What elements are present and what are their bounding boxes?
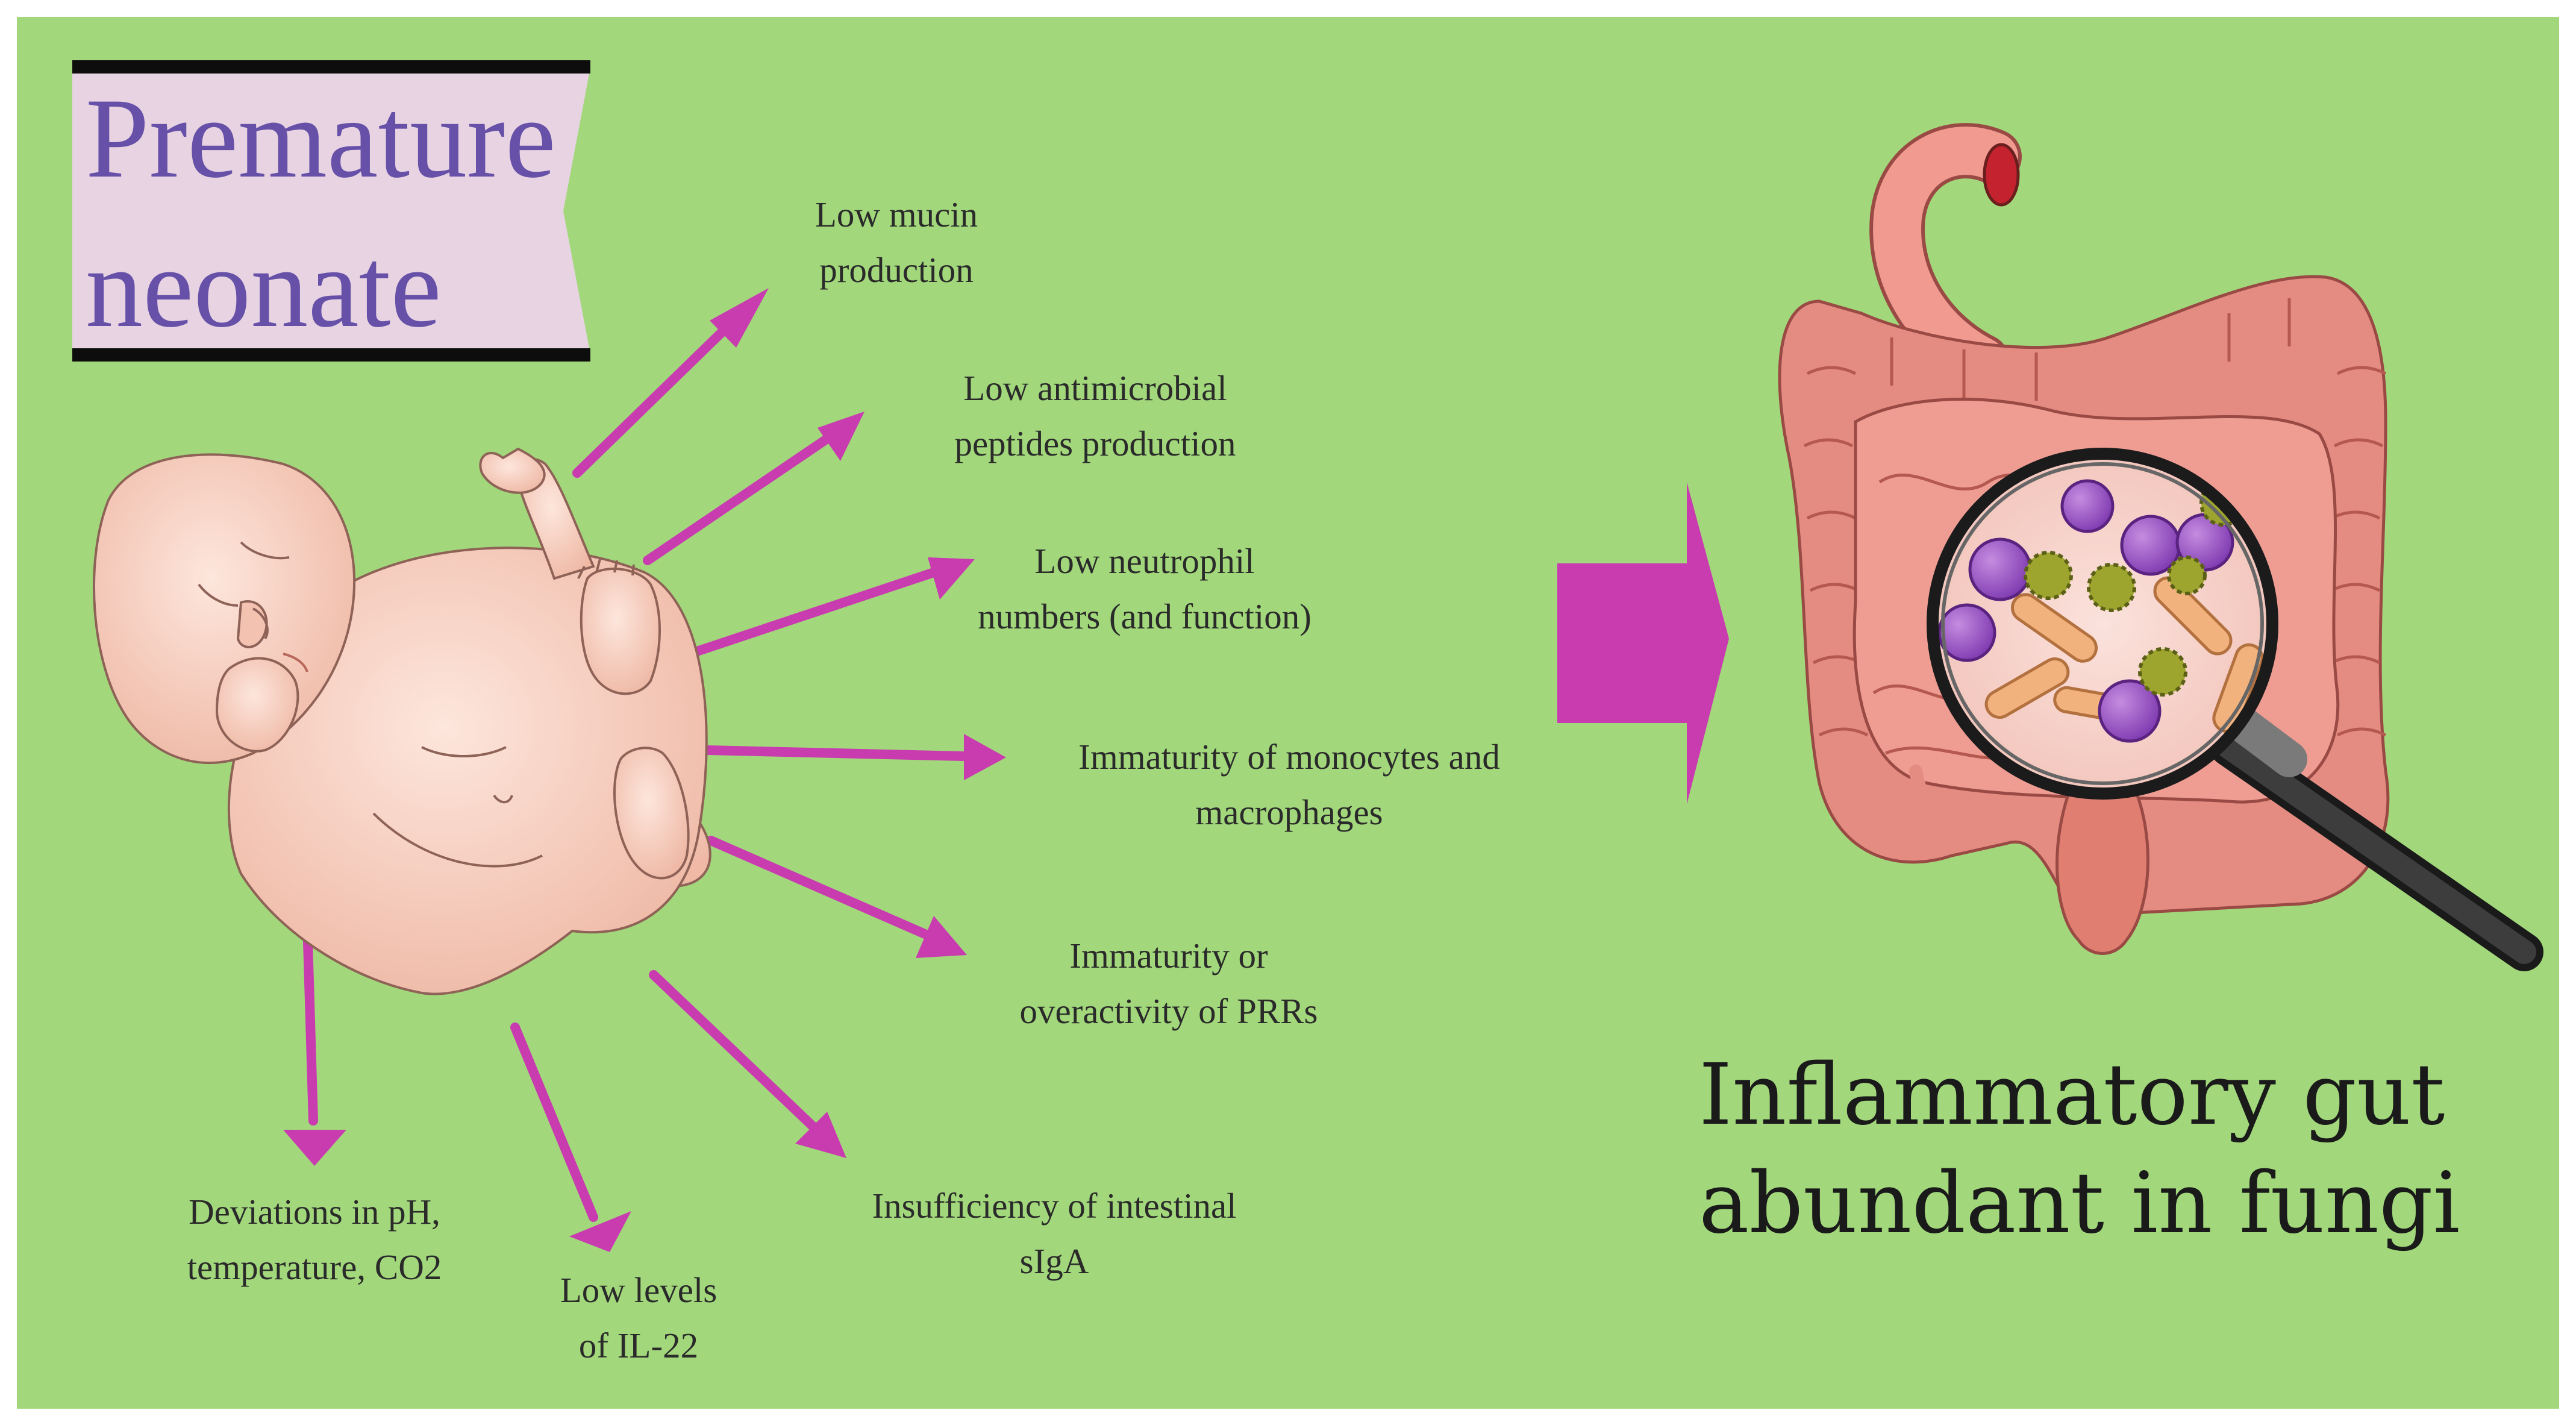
factor-prr-line1: Immaturity or xyxy=(1069,936,1268,976)
factor-mucin: Low mucin production xyxy=(815,187,978,298)
factor-antimicrobial: Low antimicrobial peptides production xyxy=(955,360,1236,471)
factor-ph-line2: temperature, CO2 xyxy=(187,1247,442,1287)
factor-ph-line1: Deviations in pH, xyxy=(189,1192,440,1232)
title-line-2: neonate xyxy=(86,225,442,351)
neonate-illustration xyxy=(93,447,711,995)
factor-arrows xyxy=(283,288,1006,1252)
title-line-1: Premature xyxy=(86,75,556,202)
factor-monocytes: Immaturity of monocytes and macrophages xyxy=(1078,729,1500,840)
factor-antimicrobial-line2: peptides production xyxy=(954,424,1236,463)
factor-monocytes-line2: macrophages xyxy=(1195,792,1383,832)
factor-prr-line2: overactivity of PRRs xyxy=(1019,991,1318,1031)
factor-siga: Insufficiency of intestinal sIgA xyxy=(872,1178,1236,1289)
arrow-mucin xyxy=(572,288,769,478)
arrow-siga xyxy=(649,970,846,1158)
factor-monocytes-line1: Immaturity of monocytes and xyxy=(1078,737,1500,777)
factor-il22-line1: Low levels xyxy=(560,1270,717,1310)
factor-antimicrobial-line1: Low antimicrobial xyxy=(963,368,1227,408)
arrow-ph xyxy=(283,917,346,1166)
factor-il22-line2: of IL-22 xyxy=(578,1326,699,1365)
factor-ph: Deviations in pH, temperature, CO2 xyxy=(187,1184,442,1295)
arrow-monocytes xyxy=(703,734,1006,780)
factor-siga-line2: sIgA xyxy=(1019,1241,1089,1281)
magnifying-glass-icon xyxy=(1927,448,2543,971)
title-banner xyxy=(72,60,590,362)
fungi-icon xyxy=(1937,479,2234,743)
factor-il22: Low levels of IL-22 xyxy=(560,1262,717,1373)
arrow-neutrophil xyxy=(685,557,975,659)
factor-neutrophil: Low neutrophil numbers (and function) xyxy=(978,533,1311,644)
factor-mucin-line1: Low mucin xyxy=(814,195,978,234)
arrow-il22 xyxy=(510,1023,631,1252)
arrow-antimicrobial xyxy=(643,412,864,565)
factor-mucin-line2: production xyxy=(819,250,974,290)
factor-neutrophil-line2: numbers (and function) xyxy=(978,597,1311,636)
conclusion-line-2: abundant in fungi xyxy=(1699,1154,2460,1253)
bacteria-icon xyxy=(1984,576,2264,733)
factor-prr: Immaturity or overactivity of PRRs xyxy=(1020,928,1318,1039)
big-arrow xyxy=(1557,482,1729,804)
arrow-prr xyxy=(706,836,967,958)
factor-siga-line1: Insufficiency of intestinal xyxy=(872,1186,1237,1226)
factor-neutrophil-line1: Low neutrophil xyxy=(1034,541,1255,581)
conclusion-line-1: Inflammatory gut xyxy=(1699,1046,2445,1144)
